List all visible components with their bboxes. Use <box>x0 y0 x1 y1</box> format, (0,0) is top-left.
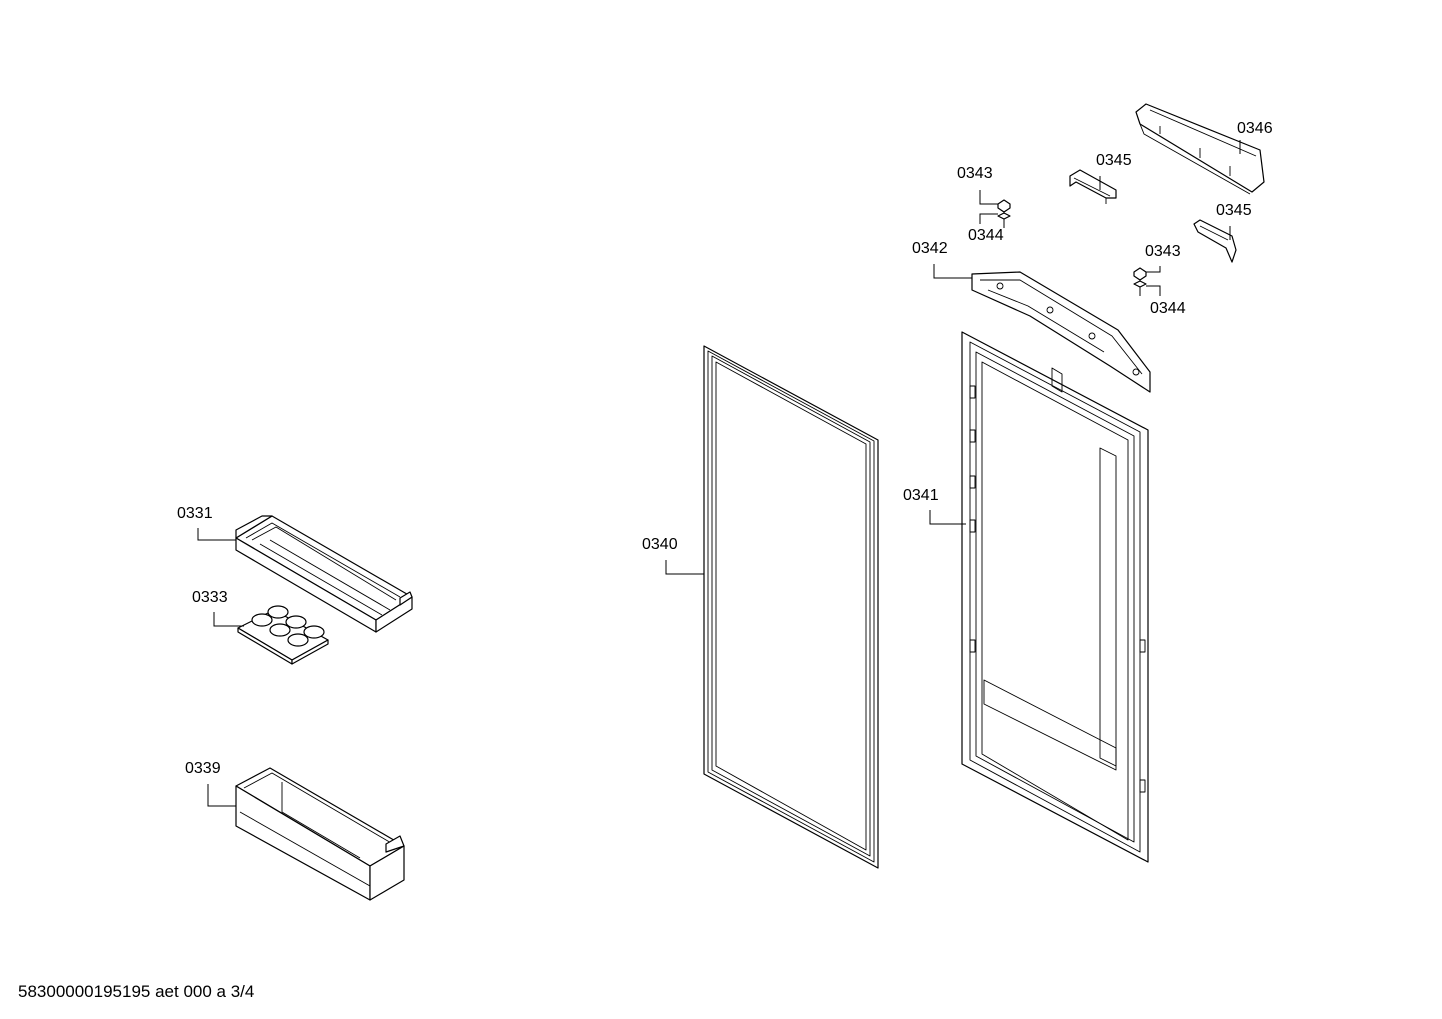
label-0345-lower: 0345 <box>1216 202 1252 219</box>
label-0343-lower: 0343 <box>1145 243 1181 260</box>
part-0344-screw-lower[interactable] <box>1133 280 1147 296</box>
label-0331: 0331 <box>177 505 213 522</box>
part-0340-door-gasket[interactable] <box>703 345 879 869</box>
part-0343-nut-lower[interactable] <box>1133 267 1147 281</box>
part-0331-door-shelf[interactable] <box>235 515 413 633</box>
leader-lines <box>197 140 1241 807</box>
part-0345-bracket-lower[interactable] <box>1193 219 1237 263</box>
part-0344-screw-upper[interactable] <box>997 212 1011 228</box>
label-0344-upper: 0344 <box>968 227 1004 244</box>
part-0342-hinge-bracket[interactable] <box>971 271 1151 393</box>
label-0341: 0341 <box>903 487 939 504</box>
label-0346: 0346 <box>1237 120 1273 137</box>
part-0341-inner-door-panel[interactable] <box>961 331 1149 863</box>
label-0343-upper: 0343 <box>957 165 993 182</box>
part-0343-nut-upper[interactable] <box>997 199 1011 213</box>
label-0340: 0340 <box>642 536 678 553</box>
drawing-reference-footer: 58300000195195 aet 000 a 3/4 <box>18 982 255 1001</box>
label-0345-upper: 0345 <box>1096 152 1132 169</box>
label-0339: 0339 <box>185 760 221 777</box>
part-0339-door-bin[interactable] <box>235 767 405 901</box>
label-0333: 0333 <box>192 589 228 606</box>
part-0346-top-cover[interactable] <box>1135 103 1265 195</box>
part-0333-egg-tray[interactable] <box>237 605 329 665</box>
label-0344-lower: 0344 <box>1150 300 1186 317</box>
part-0345-bracket-upper[interactable] <box>1069 169 1117 204</box>
label-0342: 0342 <box>912 240 948 257</box>
